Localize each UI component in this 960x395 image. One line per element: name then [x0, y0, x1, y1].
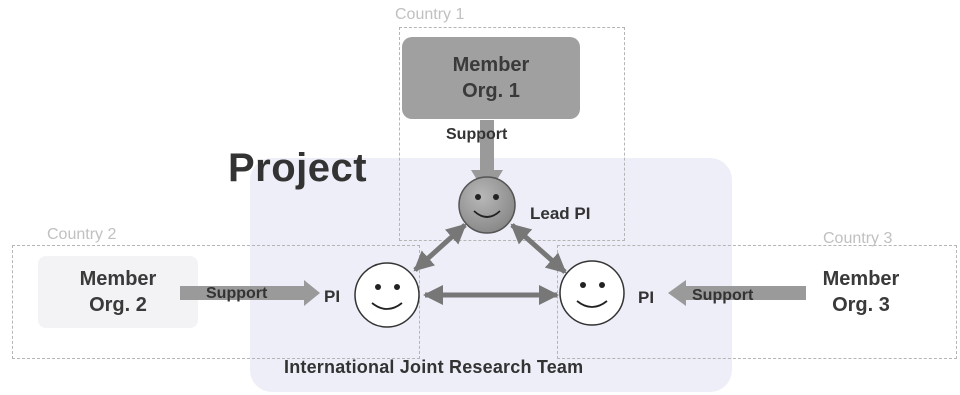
support-label-org-3: Support [692, 287, 754, 304]
member-org-3-label: Member Org. 3 [822, 268, 900, 316]
pi-right-face-icon [559, 260, 625, 326]
country-3-label: Country 3 [823, 230, 893, 247]
support-label-org-1: Support [446, 126, 508, 143]
lead-pi-face-icon [458, 176, 516, 234]
pi-left-face-icon [354, 262, 420, 328]
country-2-label: Country 2 [47, 226, 117, 243]
country-2-boundary [12, 245, 420, 359]
member-org-3-box: Member Org. 3 [786, 256, 936, 328]
pi-left-label: PI [324, 287, 341, 306]
member-org-1-box: Member Org. 1 [402, 37, 580, 119]
project-title: Project [228, 146, 368, 190]
support-arrow-right [180, 280, 320, 306]
member-org-1-label: Member Org. 1 [452, 54, 530, 102]
support-arrow-left [668, 280, 806, 306]
support-label-org-2: Support [206, 285, 268, 302]
team-label: International Joint Research Team [284, 357, 584, 377]
lead-pi-label: Lead PI [530, 204, 591, 223]
link-lead-to-pi-right [510, 223, 567, 274]
country-1-label: Country 1 [395, 6, 465, 23]
link-lead-to-pi-left [413, 223, 467, 272]
member-org-2-label: Member Org. 2 [79, 268, 157, 316]
member-org-2-box: Member Org. 2 [38, 256, 198, 328]
pi-right-label: PI [638, 288, 655, 307]
